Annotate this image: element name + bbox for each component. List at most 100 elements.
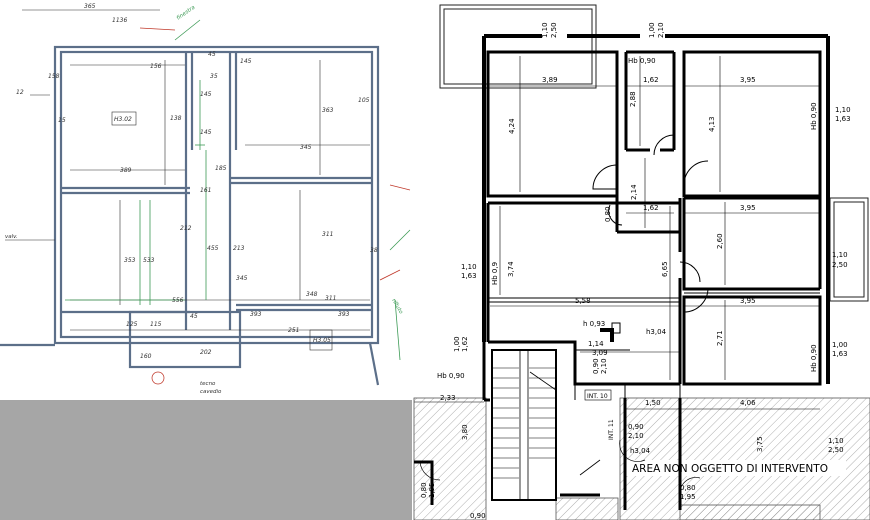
- dim-label: 3,95: [740, 76, 756, 84]
- background-gray-band: [0, 400, 412, 520]
- height-label: 1,10: [541, 22, 549, 38]
- height-label: 1,62: [461, 336, 469, 352]
- sketch-dim: 115: [150, 321, 162, 328]
- dim-label: 1,62: [643, 204, 659, 212]
- sketch-dim: 145: [200, 129, 212, 136]
- sketch-room-label: H3.05: [313, 337, 331, 344]
- sketch-dim: 125: [126, 321, 138, 328]
- sketch-red-lines: [139, 27, 411, 385]
- height-label: 2,10: [657, 22, 665, 38]
- sketch-note: tecno: [200, 381, 216, 387]
- height-label: 2,50: [550, 22, 558, 38]
- sketch-dim: 105: [358, 97, 370, 104]
- height-label: Hb 0,90: [437, 372, 465, 380]
- hand-sketch-plan: 365 1136 156 145 138 145 145 45 35 363 1…: [0, 0, 412, 400]
- height-label: 1,63: [832, 350, 848, 358]
- dim-label: 2,10: [628, 432, 644, 440]
- dim-label: 0,80: [604, 206, 612, 222]
- sketch-dim: 145: [200, 91, 212, 98]
- dim-label: 0,90: [470, 512, 486, 520]
- sketch-dim: 363: [322, 107, 334, 114]
- sketch-dim: 161: [200, 187, 211, 194]
- dim-label: 4,13: [708, 116, 716, 132]
- height-label: 1,63: [835, 115, 851, 123]
- sketch-dim: 45: [208, 51, 216, 58]
- height-label: 1,10: [835, 106, 851, 114]
- sketch-dim: 213: [233, 245, 245, 252]
- balconies: [439, 4, 869, 302]
- dim-label: 2,50: [828, 446, 844, 454]
- dim-label: 2,88: [629, 91, 637, 107]
- sketch-green-lines: [65, 19, 411, 361]
- hatched-areas: [413, 397, 870, 520]
- sketch-dim: 348: [306, 291, 318, 298]
- height-label: Hb 0,9: [491, 262, 499, 285]
- height-label: 1,00: [648, 22, 656, 38]
- sketch-dim: 345: [236, 275, 248, 282]
- sketch-walls: [0, 45, 380, 386]
- staircase: [491, 349, 601, 501]
- dim-label: 0,90: [628, 423, 644, 431]
- sketch-labels: 365 1136 156 145 138 145 145 45 35 363 1…: [16, 3, 378, 360]
- sketch-dim: 345: [300, 144, 312, 151]
- dim-label: 3,09: [592, 349, 608, 357]
- height-label: 2,50: [832, 261, 848, 269]
- sketch-note: valv.: [5, 234, 18, 240]
- sketch-dim: 311: [322, 231, 333, 238]
- sketch-dim: 35: [210, 73, 218, 80]
- sketch-dim: 12: [16, 89, 24, 96]
- height-label: 1,10: [832, 251, 848, 259]
- area-label: AREA NON OGGETTO DI INTERVENTO: [632, 463, 828, 475]
- sketch-dim: 138: [170, 115, 182, 122]
- dim-label: h 0,93: [583, 320, 605, 328]
- dim-label: INT. 11: [608, 419, 615, 440]
- sketch-dim: 556: [172, 297, 184, 304]
- sketch-dim: 38: [370, 247, 378, 254]
- sketch-dim: 212: [180, 225, 192, 232]
- sketch-dim: 145: [240, 58, 252, 65]
- height-label: 1,63: [461, 272, 477, 280]
- sketch-dim: 365: [84, 3, 96, 10]
- height-label: Hb 0,90: [810, 102, 818, 130]
- dim-lines: [414, 56, 820, 410]
- dim-label: 3,74: [507, 261, 515, 277]
- sketch-dim: 45: [190, 313, 198, 320]
- sketch-dim: 393: [338, 311, 350, 318]
- dim-label: 2,10: [600, 358, 608, 374]
- dim-label: h3,04: [646, 328, 667, 336]
- height-label: 1,10: [461, 263, 477, 271]
- dim-label: 5,58: [575, 297, 591, 305]
- dim-label: 3,95: [740, 297, 756, 305]
- sketch-note: cavedio: [200, 389, 222, 395]
- sketch-dim: 533: [143, 257, 155, 264]
- dim-label: 1,95: [428, 482, 436, 498]
- dim-label: 6,65: [661, 261, 669, 277]
- dim-label: 0,80: [420, 482, 428, 498]
- dim-label: 4,06: [740, 399, 756, 407]
- sketch-dim: 251: [288, 327, 299, 334]
- dim-label: INT. 10: [587, 393, 608, 400]
- sketch-dim: 389: [120, 167, 132, 174]
- dim-label: 3,80: [461, 424, 469, 440]
- sketch-dim: 353: [124, 257, 136, 264]
- sketch-dim: 393: [250, 311, 262, 318]
- height-label: Hb 0,90: [628, 57, 656, 65]
- sketch-dim: 15: [58, 117, 66, 124]
- sketch-dim: 160: [140, 353, 152, 360]
- sketch-dim: 158: [48, 73, 60, 80]
- sketch-dim: 156: [150, 63, 162, 70]
- dim-label: 1,14: [588, 340, 604, 348]
- dim-label: 3,89: [542, 76, 558, 84]
- cad-floor-plan: 1,10 2,50 1,00 2,10 Hb 0,90 1,10 1,63 Hb…: [412, 0, 870, 520]
- dim-label: 4,24: [508, 118, 516, 134]
- door-swings: [592, 134, 709, 313]
- sketch-dim: 455: [207, 245, 219, 252]
- plan-walls: [482, 34, 830, 386]
- dim-label: h3,04: [630, 447, 651, 455]
- sketch-dim: 311: [325, 295, 336, 302]
- dim-label: 1,62: [643, 76, 659, 84]
- sketch-dim: 1136: [112, 17, 127, 24]
- height-label: 1,00: [453, 336, 461, 352]
- dim-label: 1,10: [828, 437, 844, 445]
